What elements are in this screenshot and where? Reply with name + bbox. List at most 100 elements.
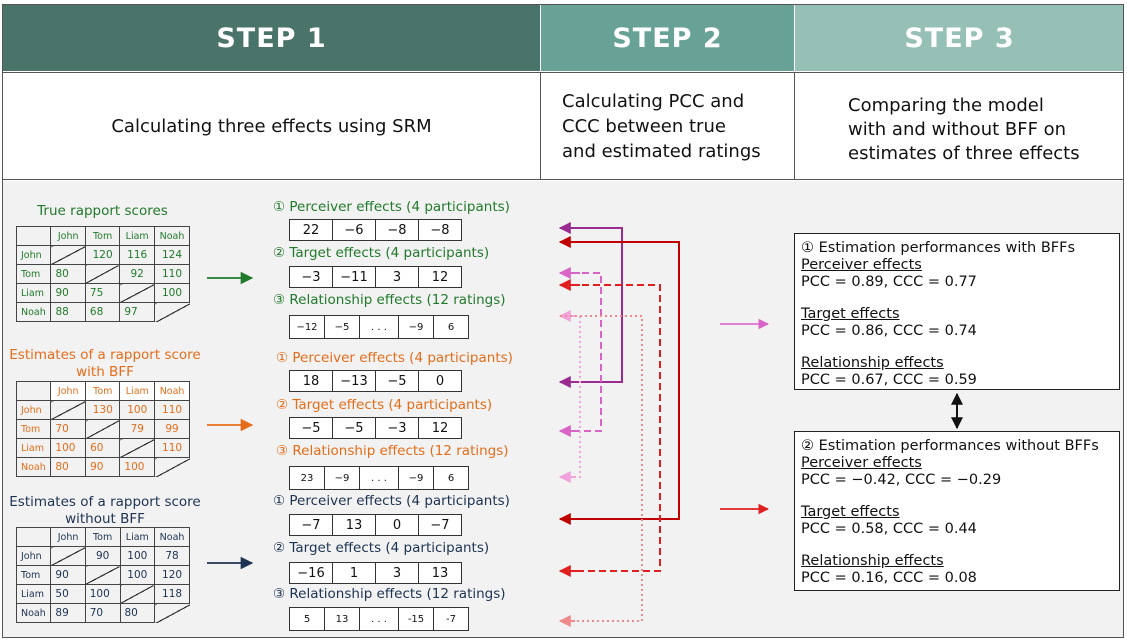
results-with-target-value: PCC = 0.86, CCC = 0.74 [801, 323, 977, 339]
matrix-cell: 80 [50, 264, 86, 284]
matrix-cell: 88 [50, 302, 86, 322]
matrix-cell: 110 [154, 400, 190, 420]
matrix-col-header: Tom [84, 226, 121, 246]
effect-value: 18 [302, 373, 320, 389]
results-with-perceiver-value: PCC = 0.89, CCC = 0.77 [801, 274, 977, 290]
effect-value: −9 [324, 467, 359, 489]
matrix-col-header: Liam [119, 381, 156, 401]
matrix-cell: 100 [119, 565, 156, 585]
matrix-col-header: Tom [85, 381, 121, 401]
effect-value: −5 [332, 418, 375, 438]
matrix-cell: 90 [50, 283, 86, 303]
effect-value: 22 [302, 222, 320, 238]
step1-header: STEP 1 [3, 5, 540, 71]
matrix-row-header: Tom [15, 565, 52, 585]
matrix-row-header: John [15, 245, 52, 265]
matrix-row-header: John [15, 400, 52, 420]
results-with-target-name: Target effects [801, 306, 900, 322]
results-without-relationship-value: PCC = 0.16, CCC = 0.08 [801, 570, 977, 586]
matrix-cell: 100 [119, 457, 156, 477]
matrix-diagonal-cell [120, 584, 155, 604]
divider-1 [540, 72, 541, 180]
effect-value: −9 [398, 467, 433, 489]
matrix-diagonal-cell [119, 438, 155, 458]
matrix-row-header: Liam [15, 584, 52, 604]
true-target-label: ② Target effects (4 participants) [273, 245, 490, 261]
results-without-perceiver-name: Perceiver effects [801, 455, 922, 471]
without-relationship-label: ③ Relationship effects (12 ratings) [273, 586, 506, 602]
matrix-cell: 60 [85, 438, 121, 458]
matrix-diagonal-cell [50, 245, 86, 265]
outer-frame [2, 4, 1124, 638]
effect-value: 0 [375, 515, 418, 535]
effect-value: −8 [418, 220, 461, 240]
results-with-title: ① Estimation performances with BFFs [801, 240, 1076, 256]
effect-value: 3 [375, 563, 418, 583]
divider-2 [794, 72, 795, 180]
matrix-cell: 110 [154, 264, 190, 284]
without-bff-title: Estimates of a rapport score without BFF [9, 494, 201, 527]
matrix-cell: 100 [50, 438, 87, 458]
results-without-target-name: Target effects [801, 504, 900, 520]
effect-value: 13 [418, 563, 461, 583]
matrix-cell: 110 [154, 438, 190, 458]
effect-value: −12 [296, 321, 318, 333]
description-row [3, 72, 1124, 180]
matrix-row-header: Noah [15, 302, 52, 322]
matrix-col-header: Tom [84, 527, 121, 547]
effect-value: −3 [375, 418, 418, 438]
matrix-cell: 79 [119, 419, 156, 439]
matrix-row-header: John [15, 546, 52, 566]
results-without-target-value: PCC = 0.58, CCC = 0.44 [801, 521, 977, 537]
matrix-cell: 70 [84, 603, 121, 623]
matrix-diagonal-cell [85, 419, 120, 439]
effect-value: −7 [418, 515, 461, 535]
matrix-cell: 130 [85, 400, 121, 420]
effect-value: 5 [303, 613, 311, 625]
matrix-col-header: John [50, 381, 87, 401]
matrix-row-header: Liam [15, 283, 52, 303]
matrix-cell: 120 [154, 565, 190, 585]
step2-header: STEP 2 [541, 5, 794, 71]
matrix-row-header: Noah [15, 603, 52, 623]
results-without-bff: ② Estimation performances without BFFs P… [794, 431, 1120, 591]
matrix-cell: 100 [154, 283, 190, 303]
effect-value: 1 [332, 563, 375, 583]
step3-description: Comparing the model with and without BFF… [848, 95, 1080, 164]
matrix-diagonal-cell [85, 565, 120, 585]
true-perceiver-label: ① Perceiver effects (4 participants) [273, 199, 510, 215]
effect-value: . . . [359, 608, 398, 630]
with-relationship-label: ③ Relationship effects (12 ratings) [276, 443, 509, 459]
matrix-row-header: Tom [15, 264, 52, 284]
effect-value: . . . [359, 467, 398, 489]
matrix-cell: 92 [119, 264, 156, 284]
matrix-cell: 75 [84, 283, 121, 303]
matrix-cell: 99 [154, 419, 190, 439]
effect-value: −9 [398, 316, 433, 338]
matrix-cell: 80 [50, 457, 87, 477]
effect-value: 13 [324, 608, 359, 630]
matrix-diagonal-cell [154, 603, 190, 623]
